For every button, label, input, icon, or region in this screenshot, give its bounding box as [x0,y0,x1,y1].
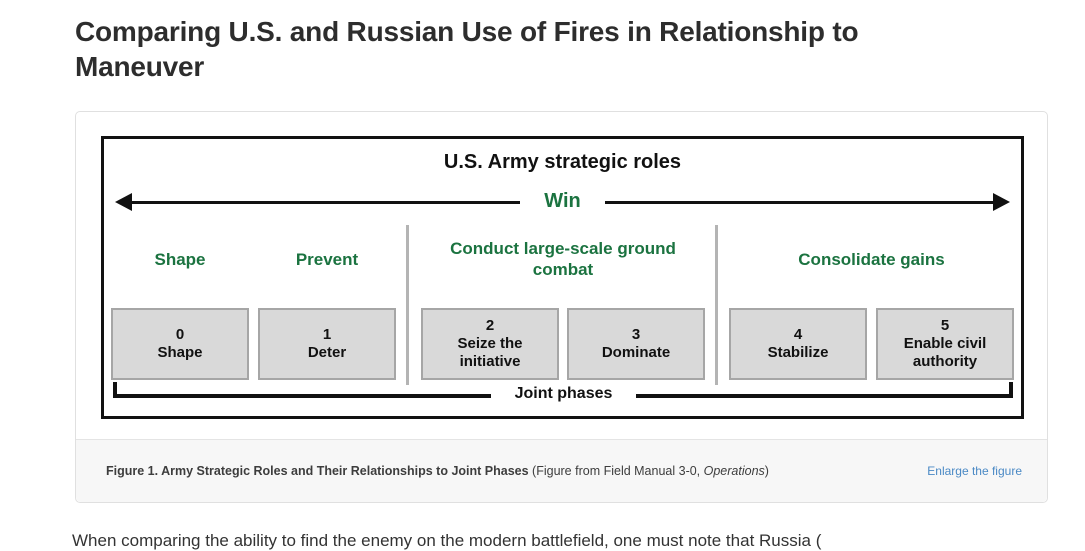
phase-name: Seize the initiative [457,335,523,370]
phase-name: Dominate [601,344,671,361]
diagram-title: U.S. Army strategic roles [443,151,682,173]
page-title: Comparing U.S. and Russian Use of Fires … [75,16,859,82]
enlarge-figure-link[interactable]: Enlarge the figure [927,464,1022,478]
strategic-roles-diagram: U.S. Army strategic roles Win Shape Prev… [101,136,1024,419]
section-label-large-scale-combat: Conduct large-scale ground combat [450,239,676,279]
body-paragraph-clipped: When comparing the ability to find the e… [72,531,822,550]
section-label-consolidate-gains: Consolidate gains [798,249,945,269]
caption-source-title: Operations [703,464,765,478]
joint-phases-label: Joint phases [514,385,613,402]
phase-box-1: 1 Deter [258,308,396,380]
arrow-line-right [604,200,996,204]
win-label: Win [544,189,581,212]
phase-box-5: 5 Enable civil authority [876,308,1014,380]
figure-caption-bar: Figure 1. Army Strategic Roles and Their… [76,439,1047,502]
phase-name: Enable civil authority [903,335,987,370]
section-label-shape: Shape [154,249,206,269]
phase-name: Shape [157,344,203,361]
arrowhead-right-icon [993,193,1011,211]
phase-box-2: 2 Seize the initiative [421,308,559,380]
phase-number: 1 [322,326,332,343]
figure-caption: Figure 1. Army Strategic Roles and Their… [106,464,769,478]
arrowhead-left-icon [115,193,132,211]
section-label-prevent: Prevent [295,249,359,269]
arrow-line-left [130,200,521,204]
phase-box-4: 4 Stabilize [729,308,867,380]
phase-number: 5 [940,317,950,334]
caption-figure-label: Figure 1. Army Strategic Roles and Their… [106,464,529,478]
joint-phases-bracket [636,394,1013,398]
win-arrow: Win [115,189,1011,213]
phase-number: 3 [631,326,641,343]
joint-phases-bracket [1009,382,1013,398]
joint-phases-bracket [113,394,491,398]
phase-name: Deter [307,344,347,361]
phase-name: Stabilize [767,344,829,361]
section-divider [715,225,718,385]
phase-number: 0 [175,326,185,343]
phase-box-3: 3 Dominate [567,308,705,380]
phase-number: 4 [793,326,803,343]
caption-source-prefix: (Figure from Field Manual 3-0, [528,464,704,478]
joint-phases-bracket [113,382,117,398]
figure-card: U.S. Army strategic roles Win Shape Prev… [75,111,1048,503]
caption-source-suffix: ) [764,464,769,478]
phase-number: 2 [485,317,495,334]
section-divider [406,225,409,385]
phase-box-0: 0 Shape [111,308,249,380]
